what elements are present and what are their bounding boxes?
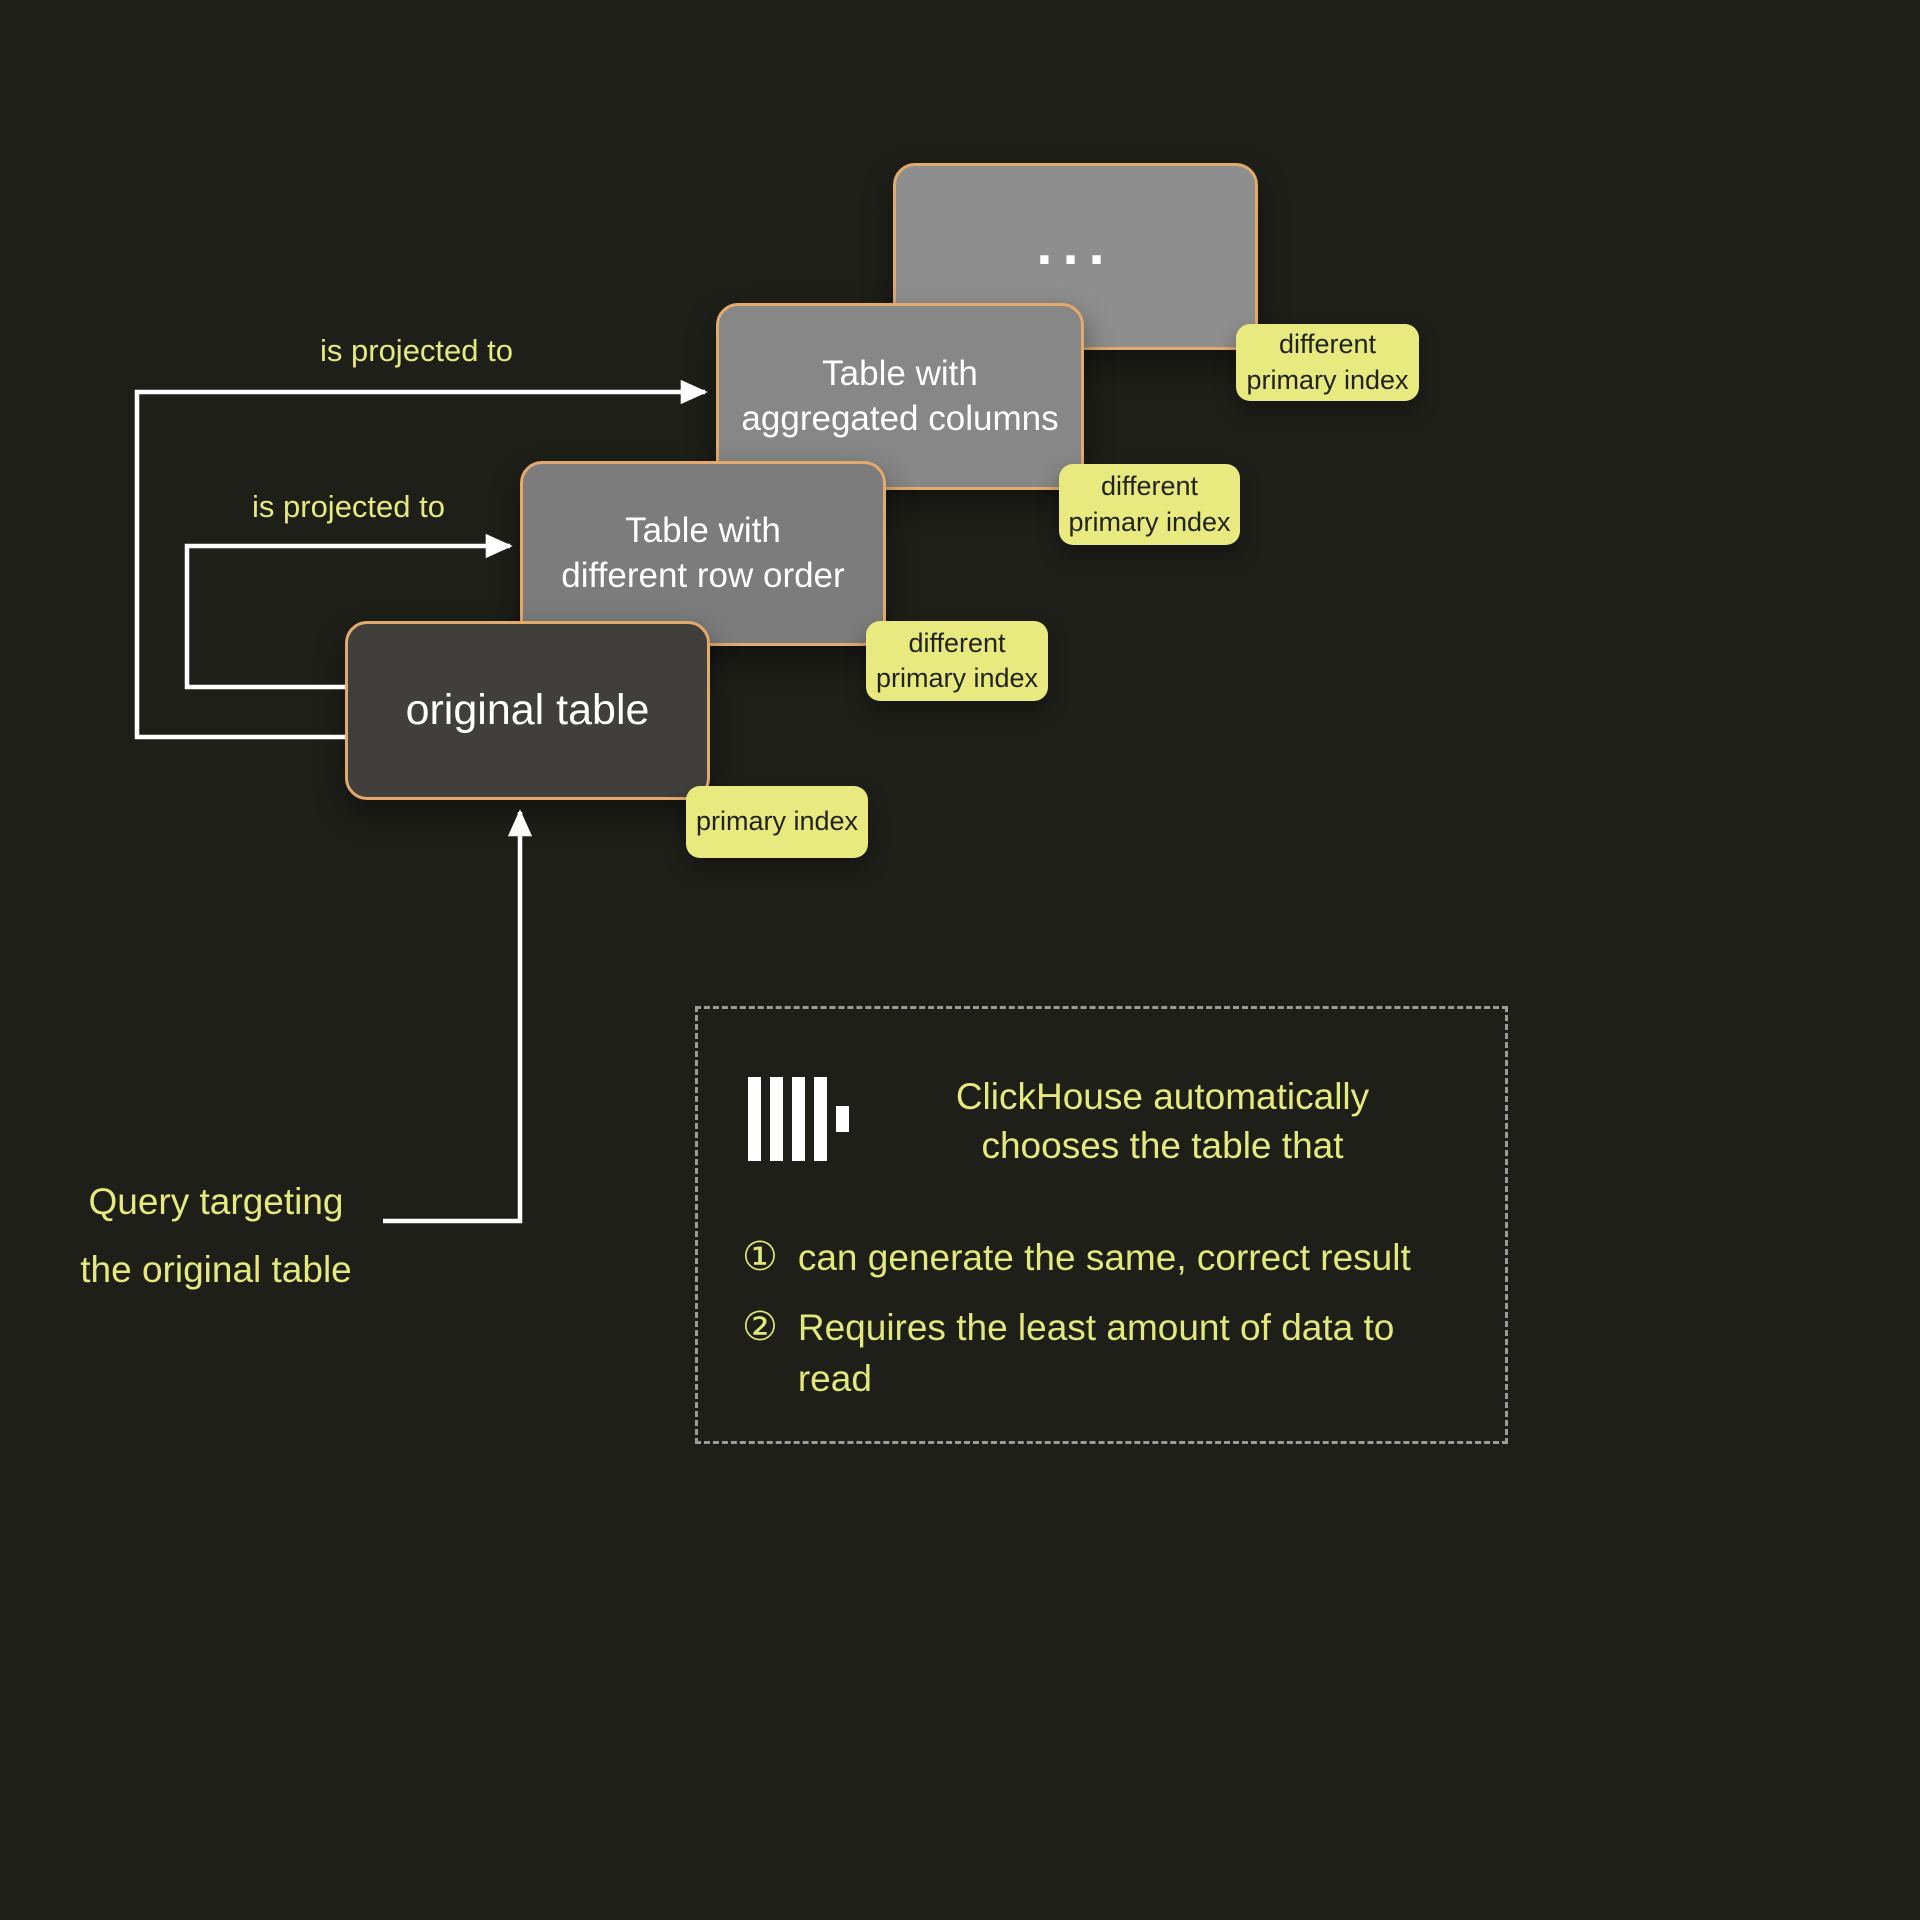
label-is-projected-to-top: is projected to	[320, 333, 513, 368]
badge-label: different primary index	[1068, 471, 1231, 537]
card-row-order-table: Table with different row order	[520, 461, 886, 646]
card-aggregated-columns-label: Table with aggregated columns	[741, 353, 1059, 438]
badge-label: different primary index	[875, 627, 1039, 693]
badge-different-primary-index-1: different primary index	[866, 621, 1048, 701]
badge-label: primary index	[695, 806, 859, 837]
badge-primary-index: primary index	[686, 786, 868, 858]
info-item-1-text: can generate the same, correct result	[797, 1237, 1411, 1278]
info-item-2: ② Requires the least amount of data to r…	[742, 1302, 1463, 1404]
info-item-1: ① can generate the same, correct result	[742, 1232, 1411, 1283]
card-more-projections-label: ...	[1036, 212, 1115, 278]
arrow-query-to-original-table	[383, 809, 533, 1224]
clickhouse-logo-icon	[748, 1077, 849, 1161]
info-item-2-text: Requires the least amount of data to rea…	[797, 1307, 1395, 1400]
badge-label: different primary index	[1246, 329, 1409, 395]
query-targeting-label: Query targeting the original table	[80, 1181, 352, 1291]
info-box-title: ClickHouse automatically chooses the tab…	[955, 1076, 1370, 1167]
card-row-order-label: Table with different row order	[561, 510, 845, 595]
label-is-projected-to-bottom: is projected to	[252, 489, 445, 524]
info-item-1-number: ①	[742, 1235, 778, 1279]
info-item-2-number: ②	[742, 1305, 778, 1349]
card-aggregated-columns-table: Table with aggregated columns	[716, 303, 1084, 490]
info-box	[695, 1006, 1508, 1444]
card-original-table: original table	[345, 621, 710, 800]
card-original-table-label: original table	[405, 685, 650, 734]
badge-different-primary-index-3: different primary index	[1236, 324, 1419, 401]
badge-different-primary-index-2: different primary index	[1059, 464, 1240, 545]
